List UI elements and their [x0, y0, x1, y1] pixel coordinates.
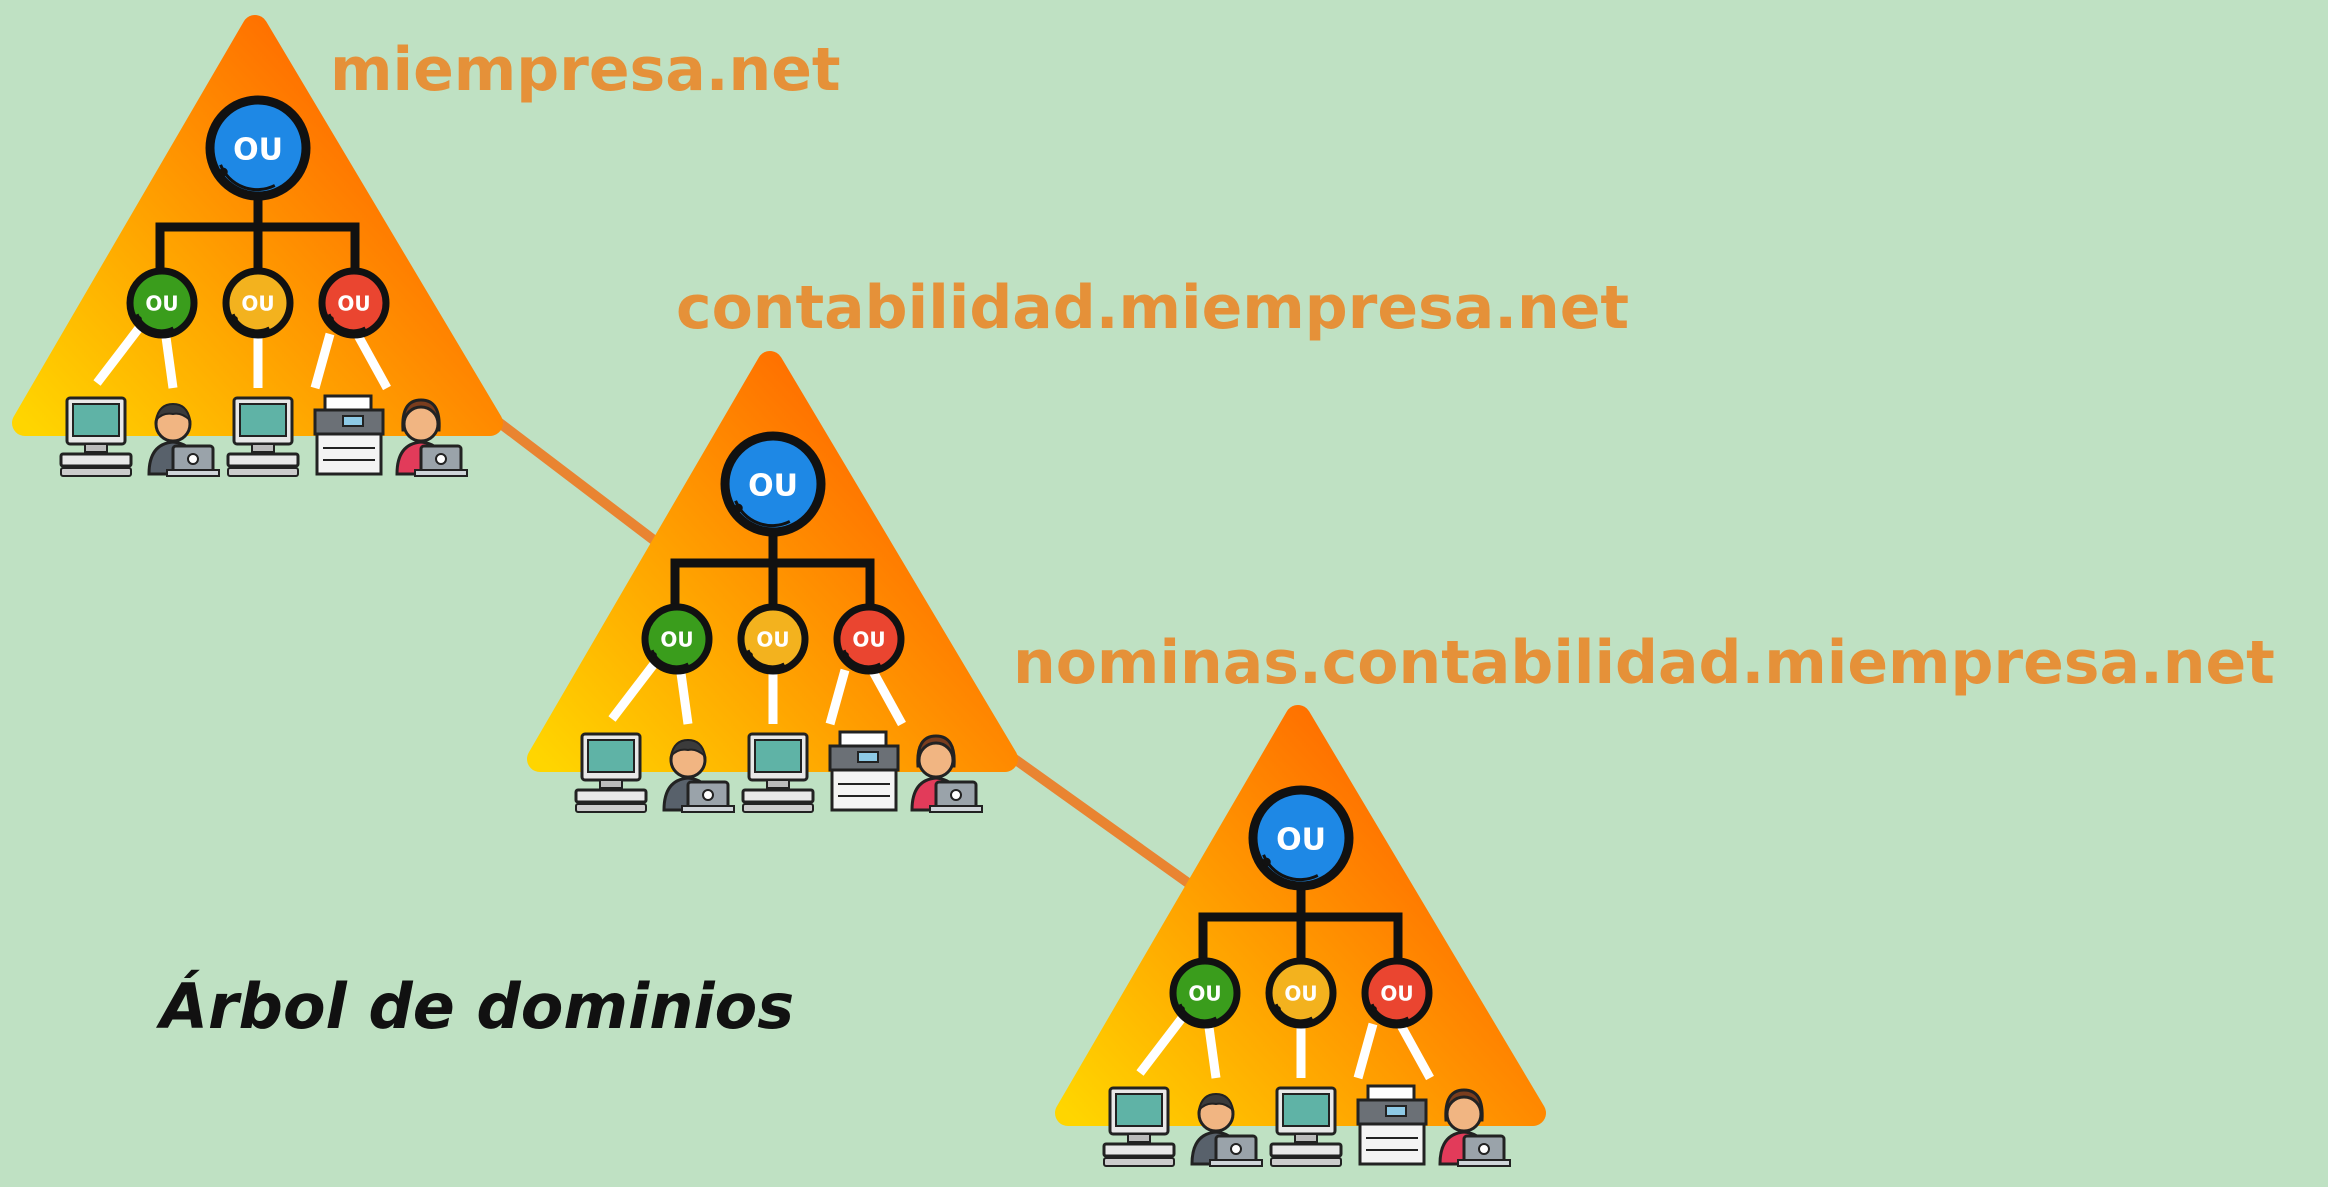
diagram-caption: Árbol de dominios	[160, 970, 795, 1043]
ou-node: OU	[205, 95, 311, 201]
domain-tree-root: OU OU OU OU	[12, 15, 503, 477]
ou-node: OU	[737, 603, 809, 675]
ou-label: OU	[241, 292, 274, 316]
domain-label-grandchild: nominas.contabilidad.miempresa.net	[1013, 628, 2275, 698]
printer-icon	[1356, 1084, 1428, 1166]
ou-node: OU	[1265, 957, 1337, 1029]
ou-label: OU	[1380, 982, 1413, 1006]
ou-label: OU	[660, 628, 693, 652]
pc-icon	[1269, 1086, 1343, 1167]
user-laptop-icon	[147, 402, 220, 477]
ou-node: OU	[318, 267, 390, 339]
ou-node: OU	[126, 267, 198, 339]
ou-label: OU	[852, 628, 885, 652]
ou-label: OU	[1276, 823, 1326, 858]
user-laptop-icon	[662, 738, 735, 813]
ou-node: OU	[1169, 957, 1241, 1029]
printer-icon	[313, 394, 385, 476]
ou-label: OU	[748, 469, 798, 504]
ou-node: OU	[1248, 785, 1354, 891]
ou-label: OU	[756, 628, 789, 652]
woman-laptop-icon	[395, 398, 468, 477]
ou-label: OU	[337, 292, 370, 316]
connector-line	[990, 740, 1210, 900]
ou-node: OU	[641, 603, 713, 675]
pc-icon	[1102, 1086, 1176, 1167]
domain-tree-child: OU OU OU OU	[527, 351, 1018, 813]
leaf-lines	[1136, 1015, 1434, 1081]
ou-node: OU	[720, 431, 826, 537]
connector-line	[475, 403, 685, 565]
pc-icon	[741, 732, 815, 813]
leaf-lines	[93, 325, 391, 391]
ou-node: OU	[222, 267, 294, 339]
ou-label: OU	[145, 292, 178, 316]
ou-node: OU	[833, 603, 905, 675]
domain-label-root: miempresa.net	[330, 35, 841, 105]
domain-tree-grandchild: OU OU OU OU	[1055, 705, 1546, 1167]
ou-node: OU	[1361, 957, 1433, 1029]
woman-laptop-icon	[1438, 1088, 1511, 1167]
user-laptop-icon	[1190, 1092, 1263, 1167]
woman-laptop-icon	[910, 734, 983, 813]
domain-trees: OU OU OU OU OU OU OU OU OU OU OU OU	[12, 15, 1546, 1167]
pc-icon	[574, 732, 648, 813]
leaf-lines	[608, 661, 906, 727]
pc-icon	[59, 396, 133, 477]
domain-label-child: contabilidad.miempresa.net	[676, 273, 1630, 343]
ou-label: OU	[1188, 982, 1221, 1006]
printer-icon	[828, 730, 900, 812]
ou-label: OU	[1284, 982, 1317, 1006]
pc-icon	[226, 396, 300, 477]
domain-connectors	[475, 403, 1210, 900]
ou-label: OU	[233, 133, 283, 168]
